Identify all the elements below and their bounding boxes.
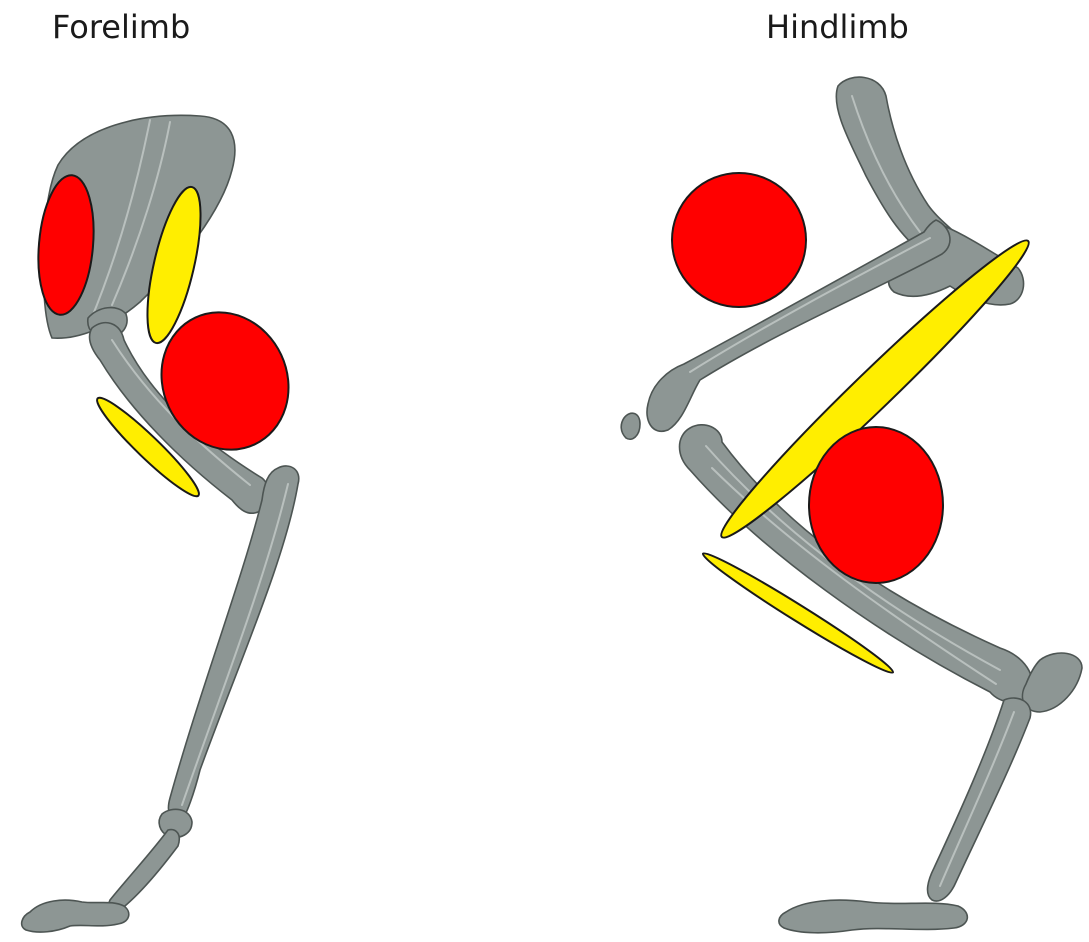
hindlimb-muscle-red-lower bbox=[809, 427, 943, 583]
hindlimb-ankle bbox=[1022, 653, 1082, 712]
hindlimb-muscle-red-upper bbox=[672, 173, 806, 307]
hindlimb-tarsometatarsus bbox=[928, 698, 1031, 901]
forelimb-digits bbox=[22, 900, 129, 932]
hindlimb-toes bbox=[779, 900, 967, 933]
forelimb-metacarpal bbox=[109, 830, 180, 912]
forelimb-muscles bbox=[33, 173, 311, 504]
hindlimb-patella bbox=[621, 413, 640, 439]
